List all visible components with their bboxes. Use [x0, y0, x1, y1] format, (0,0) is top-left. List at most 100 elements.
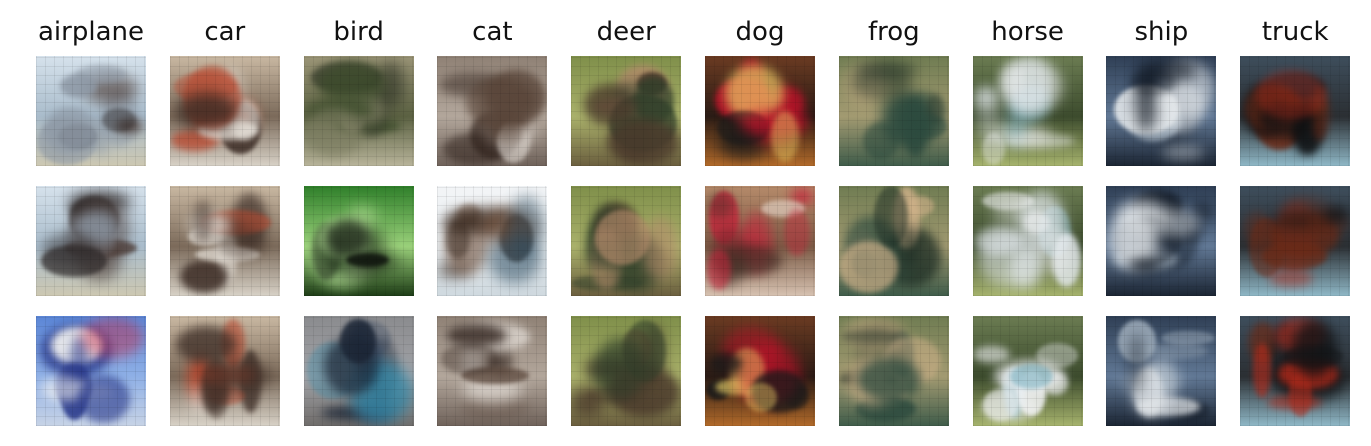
image-blob — [740, 110, 808, 135]
image-blob — [1118, 320, 1157, 363]
image-blob — [70, 336, 89, 380]
image-blob — [981, 133, 1005, 165]
pixel-grid-overlay — [303, 316, 414, 426]
image-blob — [1002, 57, 1054, 112]
sample-image-ship-2 — [1106, 186, 1217, 296]
image-blob — [1245, 212, 1271, 245]
image-blob — [707, 249, 731, 290]
image-blob — [1269, 269, 1314, 287]
image-blob — [975, 88, 1000, 144]
image-blob — [973, 87, 997, 108]
sample-image-ship-3 — [1106, 316, 1217, 426]
pixel-grid-overlay — [1106, 186, 1217, 296]
pixel-grid-overlay — [972, 316, 1083, 426]
image-blob — [77, 375, 130, 423]
sample-image-dog-1 — [705, 56, 815, 166]
image-blob — [745, 383, 777, 412]
image-blob — [1253, 343, 1272, 398]
image-blob — [615, 81, 656, 101]
sample-image-car-1 — [169, 56, 280, 166]
sample-image-ship-1 — [1106, 56, 1217, 166]
pixel-grid-overlay — [1240, 186, 1351, 296]
sample-image-truck-1 — [1240, 56, 1351, 166]
column-title-car: car — [204, 17, 246, 47]
column-title-deer: deer — [596, 17, 656, 47]
image-blob — [461, 367, 530, 384]
image-blob — [1135, 72, 1158, 133]
sample-image-horse-2 — [972, 186, 1083, 296]
image-blob — [1191, 201, 1215, 223]
pixel-grid-overlay — [437, 316, 548, 426]
image-blob — [854, 60, 917, 80]
sample-image-airplane-2 — [36, 186, 146, 296]
image-blob — [1142, 343, 1209, 359]
image-blob — [41, 245, 107, 277]
column-title-airplane: airplane — [38, 17, 144, 47]
image-blob — [1009, 247, 1042, 288]
sample-image-deer-3 — [571, 316, 682, 426]
image-blob — [571, 387, 606, 417]
column-title-horse: horse — [991, 17, 1064, 47]
image-blob — [842, 62, 887, 106]
image-blob — [981, 192, 1034, 210]
image-blob — [1128, 259, 1161, 273]
image-blob — [102, 108, 136, 132]
pixel-grid-overlay — [838, 186, 949, 296]
pixel-grid-overlay — [437, 186, 548, 296]
column-title-bird: bird — [333, 17, 384, 47]
sample-image-truck-2 — [1240, 186, 1351, 296]
pixel-grid-overlay — [838, 56, 949, 166]
image-blob — [488, 235, 542, 283]
image-blob — [60, 74, 97, 98]
image-blob — [323, 337, 378, 396]
image-blob — [584, 84, 637, 126]
image-blob — [1162, 145, 1205, 160]
image-blob — [850, 66, 912, 100]
image-blob — [317, 61, 385, 106]
column-title-ship: ship — [1134, 17, 1189, 47]
image-blob — [1127, 333, 1147, 395]
image-blob — [42, 233, 99, 266]
image-blob — [1310, 86, 1330, 141]
pixel-grid-overlay — [705, 186, 815, 296]
image-blob — [1038, 229, 1073, 276]
image-blob — [710, 353, 742, 374]
image-blob — [446, 324, 508, 347]
image-blob — [1161, 331, 1216, 345]
pixel-grid-overlay — [303, 186, 414, 296]
column-title-truck: truck — [1261, 17, 1329, 47]
image-blob — [203, 361, 271, 391]
image-blob — [999, 63, 1025, 95]
pixel-grid-overlay — [972, 56, 1083, 166]
image-blob — [74, 210, 119, 247]
sample-image-horse-3 — [972, 316, 1083, 426]
pixel-grid-overlay — [972, 186, 1083, 296]
image-blob — [707, 192, 734, 218]
image-blob — [1256, 70, 1327, 119]
image-blob — [761, 200, 805, 217]
image-blob — [1137, 58, 1198, 82]
sample-image-bird-2 — [303, 186, 414, 296]
image-blob — [1294, 98, 1314, 156]
pixel-grid-overlay — [1106, 56, 1217, 166]
image-blob — [1009, 364, 1053, 389]
pixel-grid-overlay — [705, 56, 815, 166]
pixel-grid-overlay — [437, 56, 548, 166]
image-blob — [508, 195, 546, 257]
image-blob — [115, 119, 143, 133]
image-blob — [856, 358, 921, 401]
image-blob — [1262, 242, 1328, 270]
image-blob — [899, 226, 919, 268]
image-blob — [1270, 213, 1335, 228]
image-blob — [192, 200, 213, 243]
image-blob — [345, 253, 389, 267]
image-blob — [596, 337, 646, 400]
sample-image-car-2 — [169, 186, 280, 296]
sample-image-bird-1 — [303, 56, 414, 166]
pixel-grid-overlay — [1240, 56, 1351, 166]
column-title-dog: dog — [735, 17, 785, 47]
sample-image-cat-3 — [437, 316, 548, 426]
image-blob — [607, 119, 680, 165]
image-blob — [595, 210, 651, 265]
